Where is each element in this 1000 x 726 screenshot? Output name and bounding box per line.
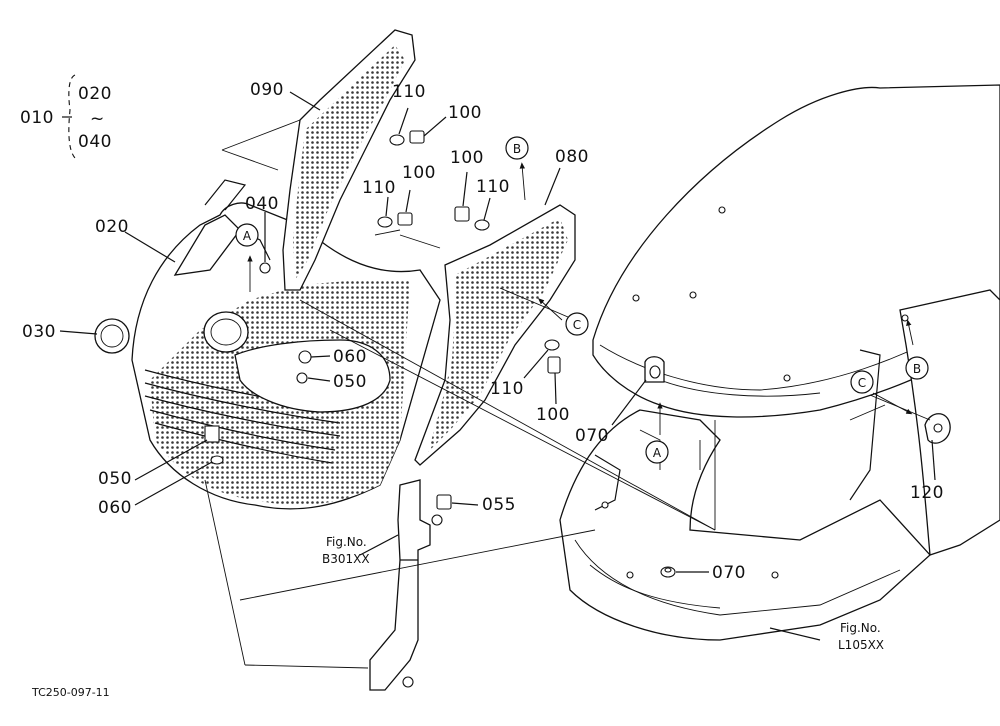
- label-110-b: 110: [362, 178, 396, 198]
- hardware-100-110-right: [454, 206, 490, 231]
- marker-c-label: C: [858, 376, 866, 390]
- marker-a-grille: A: [235, 223, 259, 247]
- label-100-d: 100: [536, 405, 570, 425]
- label-060-a: 060: [333, 347, 367, 367]
- marker-b-label: B: [513, 142, 521, 156]
- label-110-a: 110: [392, 82, 426, 102]
- side-panel-080: [414, 204, 576, 466]
- leader-lines: [59, 74, 936, 669]
- label-050-b: 050: [98, 469, 132, 489]
- marker-b-hood: B: [905, 356, 929, 380]
- hardware-110-100-upper: [389, 130, 425, 146]
- grommet-070-upper: [644, 356, 665, 383]
- label-110-d: 110: [490, 379, 524, 399]
- set-label-020: 020: [78, 84, 112, 104]
- marker-b-label: B: [913, 362, 921, 376]
- hardware-110-100-lower: [544, 339, 561, 374]
- label-100-c: 100: [450, 148, 484, 168]
- fig-ref-code-2: L105XX: [838, 638, 884, 652]
- hardware-110-100-mid: [377, 212, 413, 228]
- drawing-code: TC250-097-11: [31, 686, 110, 699]
- label-070-b: 070: [712, 563, 746, 583]
- part-labels: 010 020 ~ 040 090 110 100 100 110 100 11…: [20, 80, 944, 699]
- label-055: 055: [482, 495, 516, 515]
- marker-c-label: C: [573, 318, 581, 332]
- hood-assembly: [559, 84, 1000, 641]
- label-060-b: 060: [98, 498, 132, 518]
- marker-c-panel: C: [565, 312, 589, 336]
- marker-a-hood: A: [645, 440, 669, 464]
- marker-b-panel: B: [505, 136, 529, 160]
- grommet-070-lower: [660, 566, 676, 578]
- marker-a-label: A: [243, 229, 252, 243]
- lens-030: [94, 318, 130, 354]
- marker-a-label: A: [653, 446, 662, 460]
- label-100-a: 100: [448, 103, 482, 123]
- label-110-c: 110: [476, 177, 510, 197]
- hood-front-skirt: [559, 409, 931, 641]
- marker-c-hood: C: [850, 370, 874, 394]
- fig-ref-code-1: B301XX: [322, 552, 370, 566]
- label-090: 090: [250, 80, 284, 100]
- label-030: 030: [22, 322, 56, 342]
- fig-ref-title-2: Fig.No.: [840, 621, 881, 635]
- label-080: 080: [555, 147, 589, 167]
- label-040: 040: [245, 194, 279, 214]
- set-label-010: 010: [20, 108, 54, 128]
- side-panel-090: [282, 29, 416, 291]
- label-100-b: 100: [402, 163, 436, 183]
- label-120: 120: [910, 483, 944, 503]
- label-020: 020: [95, 217, 129, 237]
- fig-ref-title-1: Fig.No.: [326, 535, 367, 549]
- bracket-b301xx: [369, 479, 443, 691]
- set-label-040: 040: [78, 132, 112, 152]
- label-050-a: 050: [333, 372, 367, 392]
- set-label-tilde: ~: [90, 109, 105, 129]
- bolt-055: [436, 494, 452, 510]
- label-070-a: 070: [575, 426, 609, 446]
- pad-120: [924, 413, 951, 444]
- front-grille-020: [131, 179, 441, 510]
